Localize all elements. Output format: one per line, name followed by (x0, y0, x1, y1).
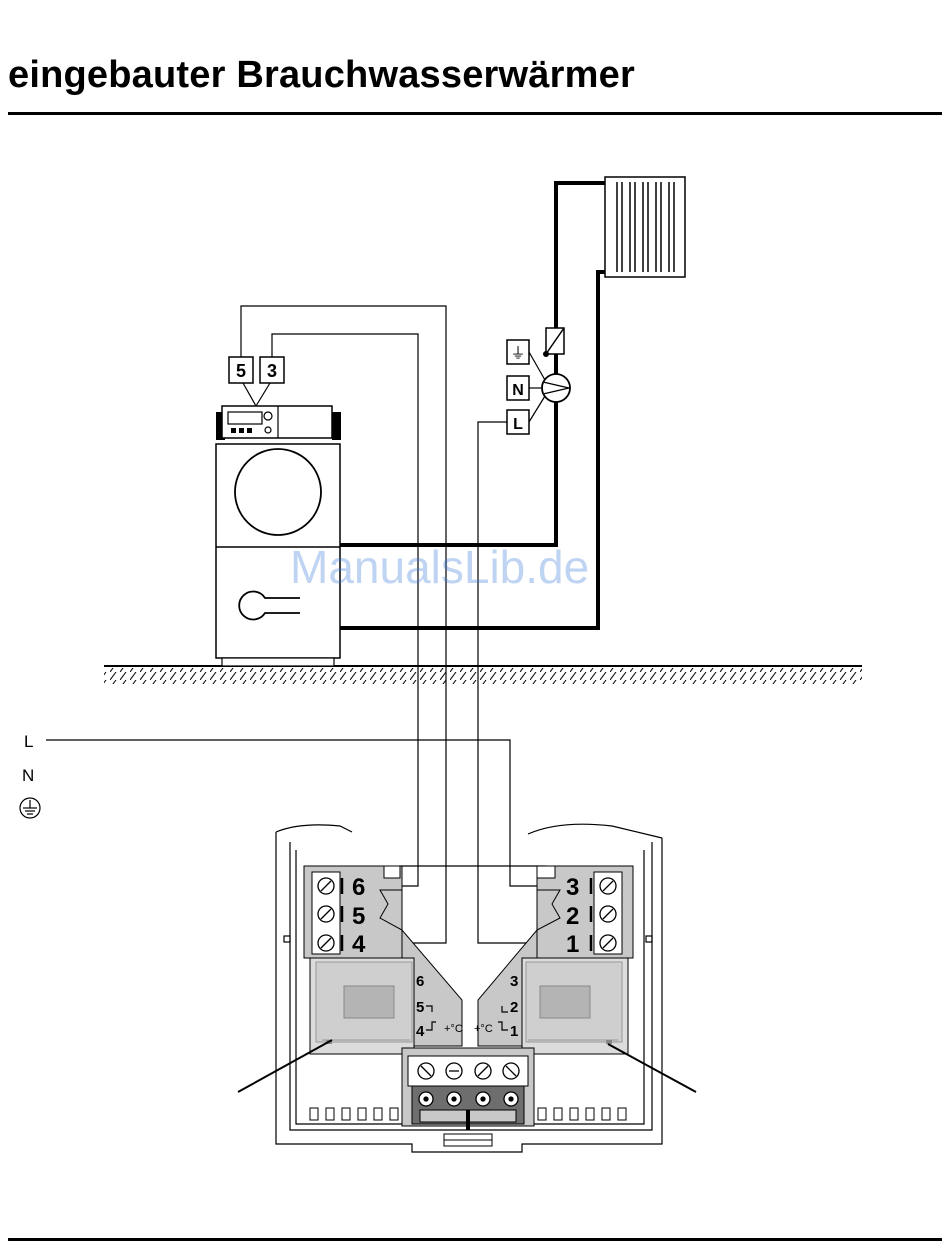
floor-line (104, 666, 862, 684)
svg-text:5: 5 (236, 361, 246, 381)
mains-terminal-block (402, 1048, 534, 1130)
svg-text:⏚: ⏚ (510, 345, 525, 362)
right-relay (522, 958, 628, 1054)
supply-label-live: L (24, 732, 33, 751)
left-relay (310, 958, 414, 1054)
left-terminal-5: 5 (352, 903, 365, 930)
right-contact-3: 3 (510, 973, 518, 990)
right-terminal-1: 1 (566, 931, 579, 958)
watermark: ManualsLib.de (290, 540, 589, 594)
boiler-controller (216, 406, 341, 440)
boiler-terminal-3: 3 (260, 357, 284, 383)
earth-icon (20, 798, 40, 818)
right-terminal-2: 2 (566, 903, 579, 930)
check-valve (543, 328, 564, 357)
right-contact-unit: +°C (474, 1023, 493, 1035)
svg-text:3: 3 (267, 361, 277, 381)
svg-text:L: L (513, 416, 523, 433)
right-contact-2: 2 (510, 999, 518, 1016)
supply-label-neutral: N (22, 766, 34, 785)
circulation-pump-icon (542, 374, 570, 402)
pump-terminal-earth: ⏚ (507, 340, 529, 364)
left-contact-4: 4 (416, 1023, 425, 1040)
right-contact-1: 1 (510, 1023, 518, 1040)
pump-terminal-neutral: N (507, 376, 529, 400)
left-contact-5: 5 (416, 999, 424, 1016)
left-contact-unit: +°C (444, 1023, 463, 1035)
boiler-terminal-5: 5 (229, 357, 253, 383)
pump-terminal-live: L (507, 410, 529, 434)
left-contact-6: 6 (416, 973, 424, 990)
left-terminal-4: 4 (352, 931, 366, 958)
controller-connector (243, 383, 270, 406)
right-terminal-3: 3 (566, 874, 579, 901)
left-terminal-6: 6 (352, 874, 365, 901)
svg-text:N: N (512, 382, 524, 399)
bottom-rule (8, 1238, 942, 1241)
radiator (605, 177, 685, 277)
